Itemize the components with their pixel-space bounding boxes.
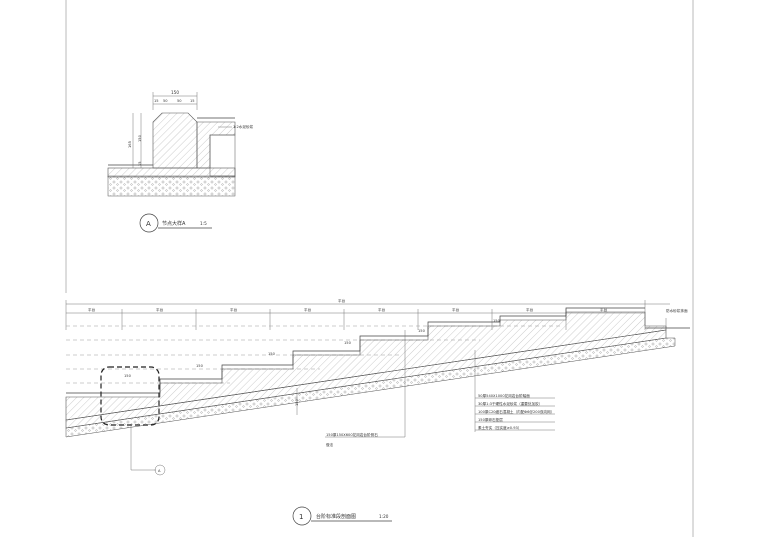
section-riser-dim: 150 (196, 364, 204, 368)
detail-a-title-text: 节点大样A (162, 220, 186, 227)
detail-a-dim-top-part: 50 (177, 99, 182, 103)
section-layer-note: 30厚1:3干硬性水泥砂浆（重要处加胶） (478, 401, 542, 406)
detail-a-title-circle (139, 213, 159, 233)
section-riser-dim: 150 (268, 352, 276, 356)
section-riser-dim: 150 (124, 374, 132, 378)
section-tread-label: 平台 (600, 307, 608, 312)
section-detail-callout-box (100, 366, 160, 426)
section-title-scale: 1:20 (379, 514, 389, 519)
section-bottom-note: 150厚150X600花岗岩台阶侧石 (326, 432, 378, 437)
detail-a-gravel-layer (107, 175, 236, 197)
detail-a-dim-top-part: 50 (163, 99, 168, 103)
section-bottom-note: 做法 (326, 442, 334, 447)
section-layer-note: 素土夯实（压实度≥0.93） (478, 425, 521, 430)
section-layer-note: 100厚C20细石混凝土（内配Φ6@200双向网） (478, 409, 554, 414)
section-steps (65, 311, 667, 421)
section-title-text: 台阶标准段剖面图 (316, 513, 356, 520)
section-riser-dim: 150 (418, 329, 426, 333)
detail-a-dim-left-part: 150 (138, 134, 142, 142)
section-overall-label: 平台 (338, 298, 346, 303)
section-title-marker: 1 (299, 513, 303, 521)
detail-a-dim-top-part: 15 (190, 99, 195, 103)
section-step-outline (66, 307, 645, 394)
section-right-note: 防水砂浆抹面 (666, 308, 688, 313)
section-title-circle (292, 506, 312, 526)
section-layer-notes (475, 397, 555, 431)
section-tread-label: 平台 (304, 307, 312, 312)
section-callout-circle (154, 464, 166, 476)
section-1: 平台 平台 平台 平台 平台 平台 平台 平台 平台 (65, 298, 690, 526)
detail-a-leader-label: 1:2水泥砂浆 (233, 124, 254, 129)
detail-a-paving (196, 121, 236, 169)
detail-a-dim-left-total: 165 (128, 141, 132, 148)
section-tread-label: 平台 (156, 307, 164, 312)
section-layer-note: 50厚540X1000花岗岩台阶踏面 (478, 393, 530, 398)
detail-a-curb-stone (152, 112, 198, 169)
detail-a-dim-top-part: 15 (154, 99, 159, 103)
section-tread-label: 平台 (88, 307, 96, 312)
section-callout-marker: A (158, 469, 161, 473)
detail-a-title-marker: A (146, 220, 151, 228)
section-tread-label: 平台 (378, 307, 386, 312)
detail-a: 150 15 50 50 15 165 150 15 1:2水泥砂浆 A 节点大… (107, 90, 254, 233)
section-layer-note: 150厚碎石垫层 (478, 417, 503, 422)
detail-a-dim-left-part: 15 (138, 161, 142, 166)
section-tread-label: 平台 (230, 307, 238, 312)
section-riser-dim: 150 (344, 341, 352, 345)
section-tread-label: 平台 (526, 307, 534, 312)
section-tread-label: 平台 (452, 307, 460, 312)
detail-a-concrete-layer (107, 167, 236, 178)
section-callout-leader (130, 425, 156, 471)
section-vertical-dim: 150 (295, 398, 299, 406)
section-riser-dim: 150 (493, 319, 501, 323)
detail-a-soil (209, 134, 236, 177)
detail-a-title-scale: 1:5 (200, 221, 207, 226)
detail-a-dim-top-total: 150 (171, 90, 179, 95)
